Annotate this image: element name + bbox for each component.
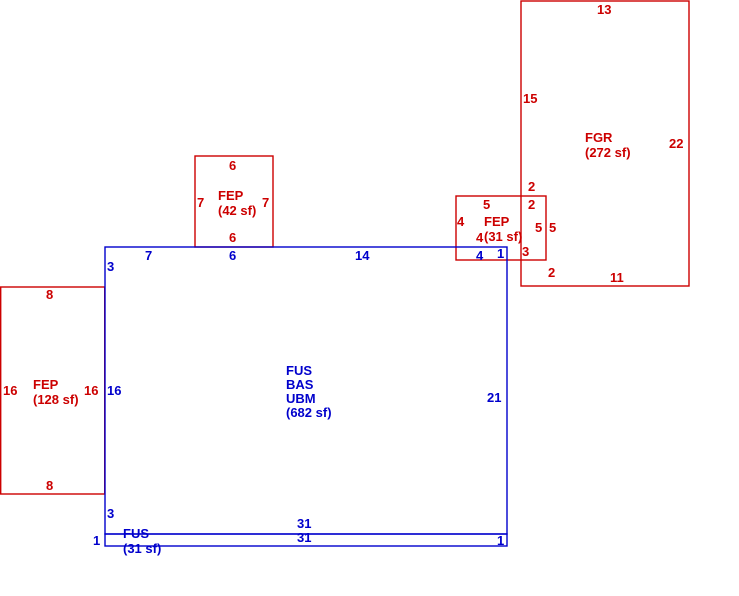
- fep-right-dim-right-inner: 5: [535, 220, 542, 235]
- fus-strip-dim-right: 1: [497, 533, 504, 548]
- fgr-dim-step-bottom: 2: [548, 265, 555, 280]
- fus-strip-outline: [104, 533, 508, 547]
- fgr-label-line-2: (272 sf): [585, 145, 631, 160]
- fus-strip-label-line-1: FUS: [123, 526, 149, 541]
- main-dim-bottom: 31: [297, 516, 311, 531]
- fgr-dim-top: 13: [597, 2, 611, 17]
- fep-left-label-line-2: (128 sf): [33, 392, 79, 407]
- main-dim-top-d: 4: [476, 248, 484, 263]
- main-dim-top-left: 3: [107, 259, 114, 274]
- fus-strip-area: FUS (31 sf) 31 1 1: [93, 526, 508, 556]
- main-dim-right: 21: [487, 390, 501, 405]
- main-dim-left: 16: [107, 383, 121, 398]
- fep-right-dim-left: 4: [457, 214, 465, 229]
- fgr-dim-bottom: 11: [610, 270, 624, 285]
- main-dim-top-a: 7: [145, 248, 152, 263]
- main-dim-top-c: 14: [355, 248, 370, 263]
- fep-left-dim-right: 16: [84, 383, 98, 398]
- main-label-line-3: UBM: [286, 391, 316, 406]
- fep-top-label-line-1: FEP: [218, 188, 244, 203]
- fus-strip-label-line-2: (31 sf): [123, 541, 161, 556]
- fep-right-dim-inner-left: 4: [476, 230, 484, 245]
- main-label-line-4: (682 sf): [286, 405, 332, 420]
- fgr-area: FGR (272 sf) 13 15 22 2 2 11: [520, 0, 690, 287]
- fus-strip-dim-left: 1: [93, 533, 100, 548]
- fus-strip-dim-top: 31: [297, 530, 311, 545]
- fgr-dim-right: 22: [669, 136, 683, 151]
- main-dim-bottom-left: 3: [107, 506, 114, 521]
- fgr-outline: [520, 0, 690, 287]
- fep-right-label-line-1: FEP: [484, 214, 510, 229]
- fep-top-dim-top: 6: [229, 158, 236, 173]
- fep-right-dim-corner: 2: [528, 197, 535, 212]
- fep-left-label-line-1: FEP: [33, 377, 59, 392]
- fep-top-dim-bottom: 6: [229, 230, 236, 245]
- fep-top-dim-left: 7: [197, 195, 204, 210]
- main-dim-top-b: 6: [229, 248, 236, 263]
- fep-right-label-line-2: (31 sf): [484, 229, 522, 244]
- fep-right-dim-bottom: 3: [522, 244, 529, 259]
- fep-right-area: FEP (31 sf) 5 2 4 4 5 5 3: [455, 195, 556, 261]
- main-label-line-1: FUS: [286, 363, 312, 378]
- fep-left-dim-top: 8: [46, 287, 53, 302]
- main-area: FUS BAS UBM (682 sf) 3 7 6 14 4 1 16 21 …: [104, 246, 508, 535]
- fep-top-label-line-2: (42 sf): [218, 203, 256, 218]
- fep-left-dim-bottom: 8: [46, 478, 53, 493]
- fgr-label-line-1: FGR: [585, 130, 613, 145]
- fep-left-dim-left: 16: [3, 383, 17, 398]
- fep-right-outline: [455, 195, 547, 261]
- fep-right-dim-right: 5: [549, 220, 556, 235]
- fgr-dim-step-left: 2: [528, 179, 535, 194]
- fep-right-dim-top: 5: [483, 197, 490, 212]
- main-label-line-2: BAS: [286, 377, 314, 392]
- main-dim-top-right: 1: [497, 246, 504, 261]
- fep-top-dim-right: 7: [262, 195, 269, 210]
- fgr-dim-left: 15: [523, 91, 537, 106]
- fep-left-area: FEP (128 sf) 8 16 16 8: [0, 286, 106, 495]
- fep-top-area: FEP (42 sf) 6 7 7 6: [194, 155, 274, 248]
